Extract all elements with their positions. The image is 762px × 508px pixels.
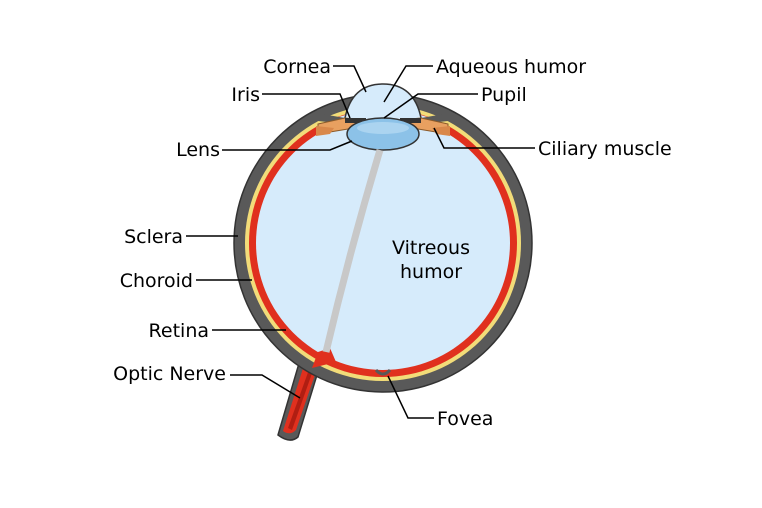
label-ciliary-muscle: Ciliary muscle [538, 138, 672, 160]
label-cornea: Cornea [263, 56, 331, 78]
label-vitreous-line1: Vitreous [392, 237, 470, 259]
hyaloid-canal [322, 148, 384, 353]
label-lens: Lens [176, 139, 220, 161]
label-optic-nerve: Optic Nerve [113, 363, 226, 385]
cornea [344, 83, 422, 119]
label-choroid: Choroid [120, 270, 193, 292]
label-pupil: Pupil [481, 84, 527, 106]
label-iris: Iris [231, 84, 260, 106]
cornea-leader [333, 65, 367, 93]
iris-leader [262, 93, 351, 119]
ciliary-leader [433, 127, 535, 149]
fovea-pit [374, 368, 392, 376]
pupil-leader [383, 93, 478, 119]
label-vitreous-line2: humor [400, 261, 462, 283]
fovea-leader [387, 375, 434, 419]
optic-nerve-leader [230, 374, 301, 399]
label-sclera: Sclera [124, 226, 183, 248]
vitreous-body [256, 116, 510, 370]
aqueous-leader [383, 65, 433, 103]
label-aqueous-humor: Aqueous humor [436, 56, 586, 78]
label-retina: Retina [149, 320, 209, 342]
label-fovea: Fovea [437, 408, 493, 430]
lens-leader [222, 140, 353, 151]
